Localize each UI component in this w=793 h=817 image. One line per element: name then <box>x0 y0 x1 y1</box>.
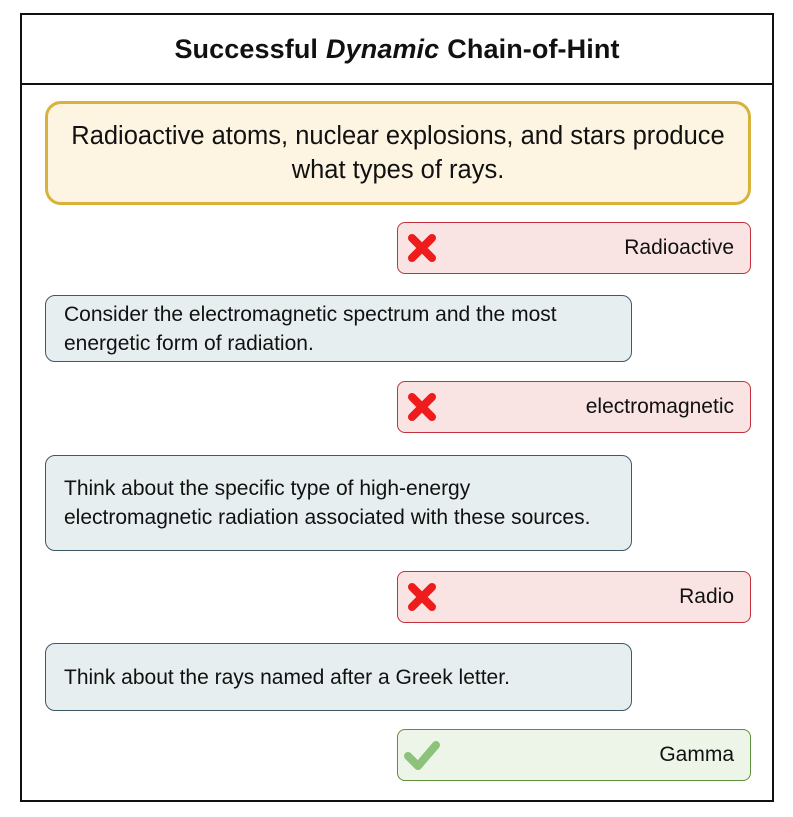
answer-wrong-1: Radioactive <box>397 222 751 274</box>
hint-1: Consider the electromagnetic spectrum an… <box>45 295 632 362</box>
hint-text: Consider the electromagnetic spectrum an… <box>64 302 557 355</box>
answer-text: Radio <box>679 585 734 608</box>
hint-text: Think about the specific type of high-en… <box>64 477 591 529</box>
title-suffix: Chain-of-Hint <box>447 33 620 64</box>
question-box: Radioactive atoms, nuclear explosions, a… <box>45 101 751 205</box>
x-mark-icon <box>404 230 440 266</box>
diagram-title: Successful Dynamic Chain-of-Hint <box>22 15 772 85</box>
x-mark-icon <box>404 579 440 615</box>
answer-text: Gamma <box>659 743 734 766</box>
answer-text: Radioactive <box>624 236 734 259</box>
title-prefix: Successful <box>174 33 319 64</box>
x-mark-icon <box>404 389 440 425</box>
checkmark-icon <box>404 737 440 773</box>
answer-text: electromagnetic <box>585 395 734 418</box>
hint-2: Think about the specific type of high-en… <box>45 455 632 551</box>
hint-text: Think about the rays named after a Greek… <box>64 665 510 689</box>
hint-3: Think about the rays named after a Greek… <box>45 643 632 711</box>
diagram-frame: Successful Dynamic Chain-of-Hint Radioac… <box>20 13 774 802</box>
question-text: Radioactive atoms, nuclear explosions, a… <box>71 122 725 184</box>
answer-wrong-2: electromagnetic <box>397 381 751 433</box>
answer-wrong-3: Radio <box>397 571 751 623</box>
answer-correct: Gamma <box>397 729 751 781</box>
title-emphasis: Dynamic <box>326 33 440 64</box>
